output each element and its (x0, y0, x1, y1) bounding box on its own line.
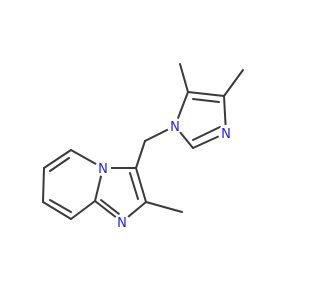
bond-c5-c6 (43, 149, 72, 169)
bond-c6-c7 (42, 167, 45, 203)
bond-n3-c2-double (192, 126, 221, 141)
atom-labels: N N N N (95, 118, 234, 231)
bond-c4-methyl (223, 69, 244, 97)
bond-c7-c8 (42, 201, 72, 220)
bond-c7-c8-double (49, 199, 72, 213)
bond-c5-c4 (187, 91, 225, 97)
bonds (42, 63, 244, 223)
bond-c5-c6-double (49, 157, 70, 172)
bond-c5-methyl (179, 63, 189, 93)
atom-n1-label-group: N (167, 118, 183, 135)
bond-nim-c8a-double (100, 199, 120, 215)
atom-npy-label: N (98, 162, 108, 177)
bond-c2-methyl (145, 201, 183, 213)
bond-c3-c2 (135, 167, 147, 203)
atom-n3-label-group: N (218, 125, 234, 142)
atom-n3-label: N (221, 127, 231, 142)
bond-ch2-c3 (135, 140, 146, 169)
bond-c5-c4-double (192, 98, 220, 103)
atom-npy-label-group: N (95, 160, 111, 177)
bond-c3-c2-double (129, 172, 139, 200)
atom-n1-label: N (170, 120, 180, 135)
atom-nim-label-group: N (114, 214, 130, 231)
atom-nim-label: N (117, 216, 127, 231)
bond-c8-c8a (70, 200, 96, 220)
molecule-structure: N N N N (42, 63, 244, 231)
